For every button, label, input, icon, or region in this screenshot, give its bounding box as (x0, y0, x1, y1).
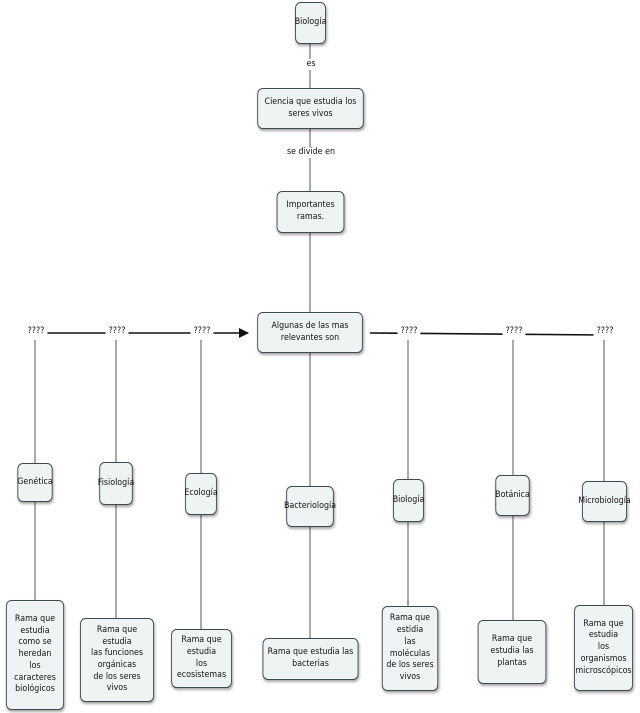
link-label-q6: ???? (593, 326, 617, 337)
node-desc-microbiologia[interactable]: Rama que estudia los organismos microscó… (574, 605, 633, 691)
link-label-q5: ???? (502, 326, 526, 337)
node-fisiologia[interactable]: Fisiología (98, 462, 134, 505)
node-botanica[interactable]: Botánica (495, 475, 530, 516)
node-desc-genetica[interactable]: Rama que estudia como se heredan los car… (5, 600, 65, 710)
node-biologia-2[interactable]: Biología (393, 479, 424, 522)
link-label-q3: ???? (190, 326, 214, 337)
node-desc-bacteriologia[interactable]: Rama que estudia las bacterias (262, 638, 359, 680)
node-importantes-ramas[interactable]: Importantes ramas. (276, 191, 345, 233)
link-label-es: es (301, 59, 321, 70)
node-desc-botanica[interactable]: Rama que estudia las plantas (477, 620, 547, 684)
node-biologia[interactable]: Biología (295, 2, 326, 44)
node-desc-fisiologia[interactable]: Rama que estudia las funciones orgánicas… (80, 618, 154, 702)
node-desc-biologia-2[interactable]: Rama que estidia las moléculas de los se… (381, 606, 439, 691)
node-ecologia[interactable]: Ecología (184, 473, 218, 515)
link-label-se-divide-en: se divide en (280, 147, 342, 158)
link-label-q4: ???? (397, 326, 421, 337)
node-bacteriologia[interactable]: Bacteriología (284, 486, 336, 527)
link-label-q2: ???? (105, 326, 129, 337)
link-label-q1: ???? (24, 326, 48, 337)
node-microbiologia[interactable]: Microbiología (578, 481, 631, 522)
node-genetica[interactable]: Genética (17, 463, 53, 502)
node-algunas-relevantes[interactable]: Algunas de las mas relevantes son (257, 312, 363, 353)
node-desc-ecologia[interactable]: Rama que estudia los ecosistemas (171, 629, 232, 688)
node-ciencia[interactable]: Ciencia que estudia los seres vivos (257, 88, 364, 129)
